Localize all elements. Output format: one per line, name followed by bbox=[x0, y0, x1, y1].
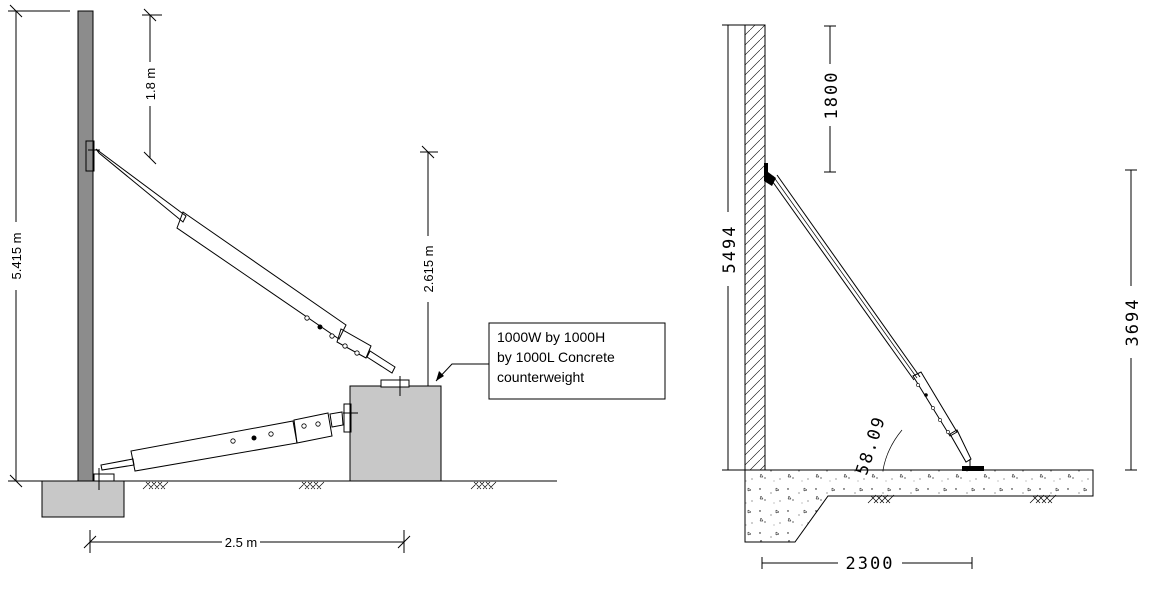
ground-hatch-marks bbox=[142, 481, 497, 490]
dim-right-height-total-label: 5494 bbox=[720, 225, 740, 274]
slab-ground-hatch bbox=[867, 494, 1057, 504]
counterweight-callout: 1000W by 1000H by 1000L Concrete counter… bbox=[435, 322, 666, 400]
dim-right-top-offset-label: 1800 bbox=[822, 71, 842, 120]
upper-brace bbox=[85, 140, 396, 374]
callout-line-3: counterweight bbox=[497, 369, 584, 385]
dim-counterweight-height: 2.615 m bbox=[420, 145, 438, 386]
dim-height-total: 5.415 m bbox=[8, 4, 70, 488]
diagonal-brace bbox=[764, 163, 984, 471]
dim-top-offset: 1.8 m bbox=[142, 8, 162, 165]
dim-base-width-label: 2.5 m bbox=[225, 535, 258, 550]
dim-base-width: 2.5 m bbox=[83, 530, 411, 553]
angle-arc bbox=[882, 429, 903, 471]
left-diagram: 5.415 m 1.8 m 2.615 m 2.5 m bbox=[8, 4, 666, 553]
callout-line-2: by 1000L Concrete bbox=[497, 349, 615, 365]
column-footing bbox=[41, 480, 125, 518]
concrete-counterweight bbox=[349, 385, 442, 482]
dim-right-height-total: 5494 bbox=[720, 24, 745, 471]
right-diagram: 58.09 5494 1800 3694 bbox=[720, 24, 1143, 574]
lower-brace bbox=[93, 403, 358, 490]
concrete-slab bbox=[744, 469, 1094, 543]
dim-right-base-width: 2300 bbox=[761, 554, 973, 574]
angle-label: 58.09 bbox=[852, 413, 890, 477]
dim-top-offset-label: 1.8 m bbox=[143, 68, 158, 101]
dim-right-height-label: 3694 bbox=[1123, 298, 1143, 347]
dim-counterweight-height-label: 2.615 m bbox=[421, 246, 436, 293]
dim-height-total-label: 5.415 m bbox=[9, 233, 24, 280]
callout-box bbox=[488, 322, 666, 400]
steel-column bbox=[77, 10, 94, 482]
dim-right-top-offset: 1800 bbox=[822, 25, 842, 173]
dim-right-height: 3694 bbox=[1123, 169, 1143, 471]
dim-right-base-width-label: 2300 bbox=[846, 554, 895, 574]
counterweight-plate bbox=[380, 379, 410, 388]
callout-line-1: 1000W by 1000H bbox=[497, 329, 605, 345]
retaining-wall bbox=[744, 24, 766, 471]
